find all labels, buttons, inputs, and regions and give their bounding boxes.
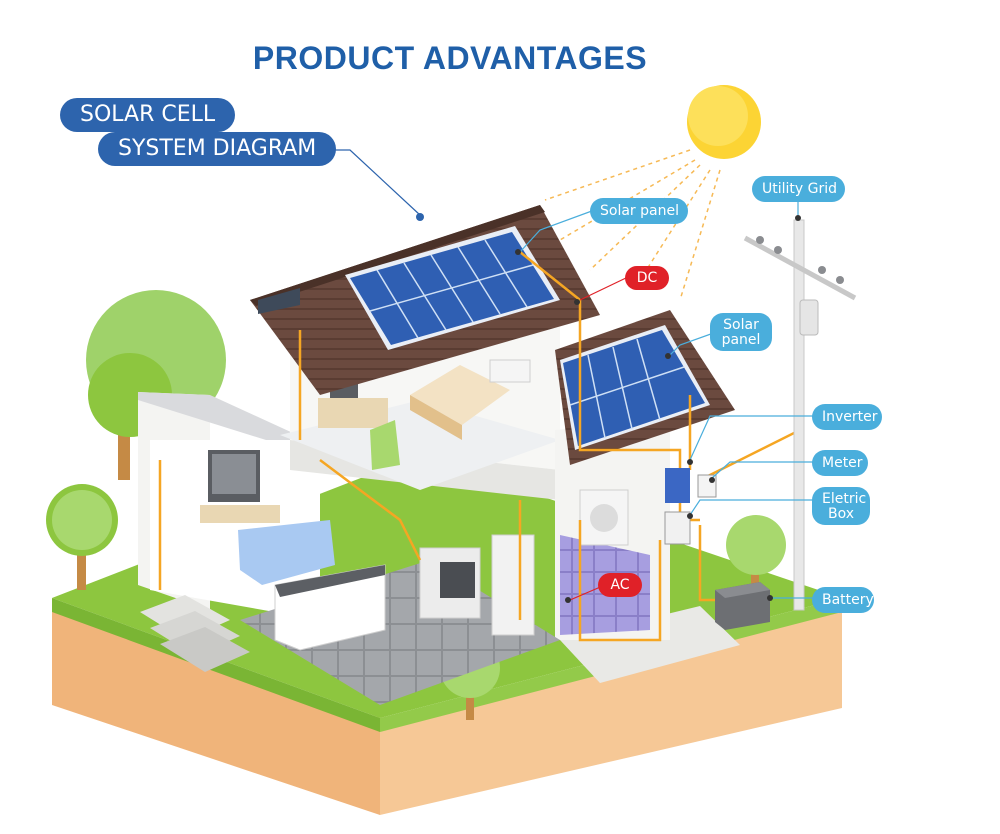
page-title: PRODUCT ADVANTAGES xyxy=(252,40,648,76)
walkway xyxy=(560,606,740,683)
label-electric-box: Eletric Box xyxy=(812,487,870,525)
soil-right-face xyxy=(380,610,842,815)
electric-box-device xyxy=(664,511,691,545)
label-inverter: Inverter xyxy=(812,404,882,430)
tree-left xyxy=(46,484,118,590)
sun-rays xyxy=(544,149,721,301)
solar-panel-array-1 xyxy=(345,226,560,350)
badge-leader-dot xyxy=(416,213,424,221)
tag-dc: DC xyxy=(625,266,669,290)
sun-icon xyxy=(687,85,761,159)
label-utility-grid: Utility Grid xyxy=(752,176,845,202)
utility-pole xyxy=(743,219,857,611)
leader-lines xyxy=(519,198,822,599)
badge-line-2: SYSTEM DIAGRAM xyxy=(98,132,337,166)
label-solar-panel-2: Solar panel xyxy=(710,313,772,351)
label-meter: Meter xyxy=(812,450,868,476)
label-battery: Battery xyxy=(812,587,874,613)
inverter-device xyxy=(665,468,690,503)
soil-left-face xyxy=(52,605,380,815)
battery-device xyxy=(715,582,770,630)
label-solar-panel-1: Solar panel xyxy=(590,198,688,224)
solar-panel-array-2 xyxy=(560,325,710,450)
badge-line-1: SOLAR CELL xyxy=(60,98,236,132)
tag-ac: AC xyxy=(598,573,642,597)
grid-dot xyxy=(795,215,801,221)
